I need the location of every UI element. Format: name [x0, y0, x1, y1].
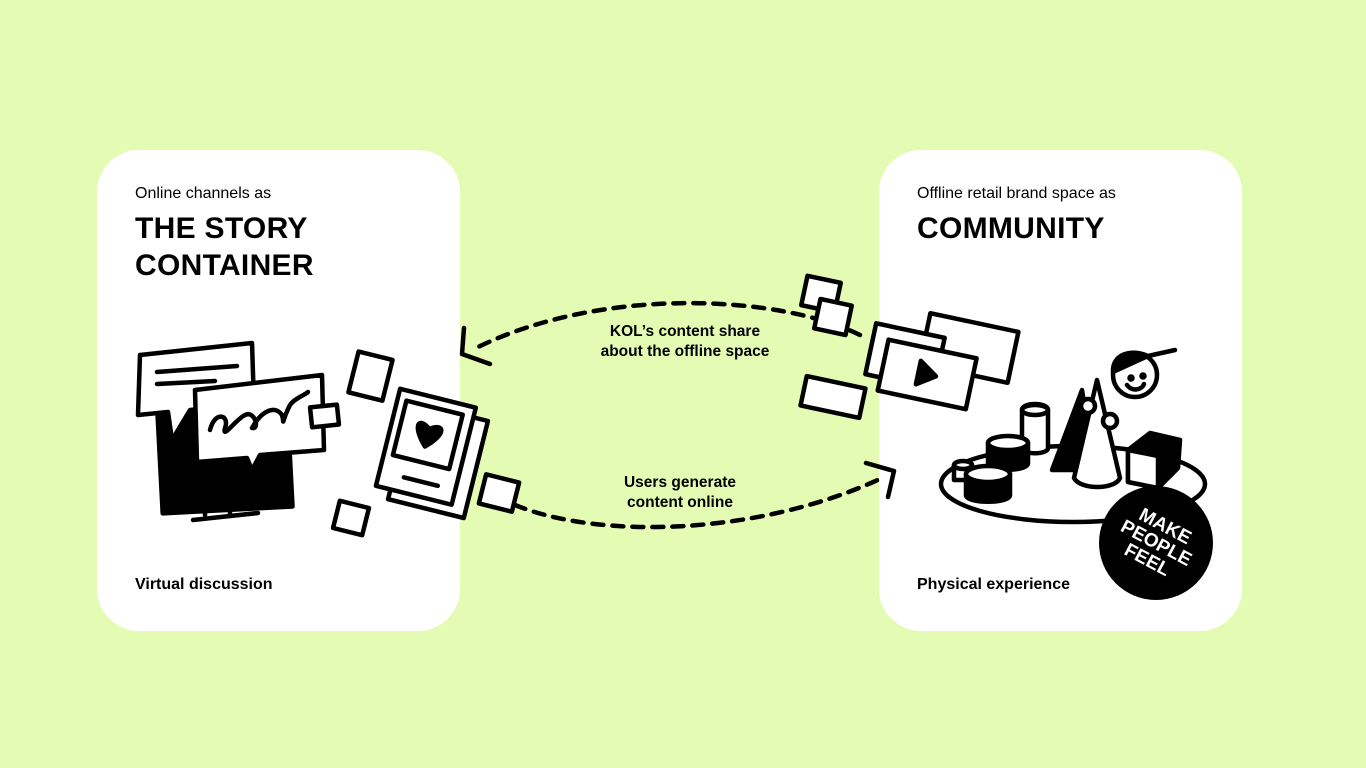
bottom-arrowhead-icon — [863, 460, 897, 500]
flow-label-line: Users generate — [623, 474, 736, 491]
card-title: COMMUNITY — [917, 212, 1105, 245]
small-card-icon — [798, 373, 868, 421]
flow-label-line: KOL’s content share — [609, 323, 761, 340]
card-subtitle: Online channels as — [135, 185, 272, 202]
card-footer: Virtual discussion — [135, 576, 273, 593]
badge-text: MAKE PEOPLE FEEL — [1117, 503, 1195, 581]
card-subtitle: Offline retail brand space as — [917, 185, 1116, 202]
title-line: CONTAINER — [135, 249, 314, 282]
small-card-icon — [811, 296, 855, 338]
small-card-icon — [307, 402, 342, 430]
video-play-icon — [875, 337, 979, 412]
make-people-feel-badge: MAKE PEOPLE FEEL — [1099, 486, 1213, 600]
user-content-flow-label: Users generate content online — [580, 473, 780, 513]
photo-heart-icon — [373, 386, 491, 521]
top-arrowhead-icon — [459, 325, 493, 367]
card-footer: Physical experience — [917, 576, 1070, 593]
small-card-icon — [330, 498, 372, 538]
flow-label-line: content online — [627, 494, 733, 511]
bottom-flow-arrow — [512, 475, 885, 530]
chat-bubble-scribble-icon — [192, 372, 327, 473]
small-card-icon — [476, 472, 522, 514]
flow-label-line: about the offline space — [600, 343, 770, 360]
card-title: THE STORY CONTAINER — [135, 210, 314, 284]
kol-flow-label: KOL’s content share about the offline sp… — [570, 322, 800, 362]
title-line: THE STORY — [135, 212, 308, 245]
small-card-icon — [346, 349, 395, 403]
